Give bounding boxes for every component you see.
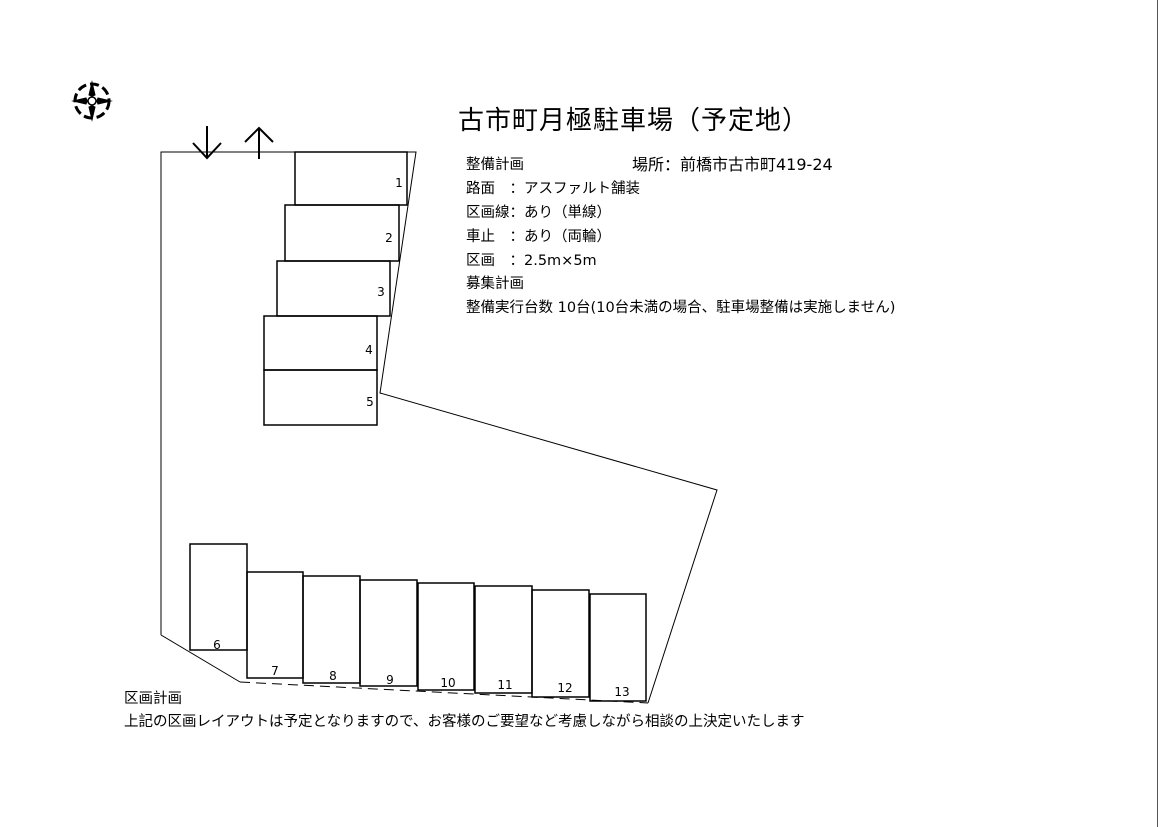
scan-edge: [1157, 0, 1158, 827]
notes-text: 上記の区画レイアウトは予定となりますので、お客様のご要望など考慮しながら相談の上…: [124, 714, 805, 730]
stall-number: 2: [385, 231, 393, 245]
parking-stall-2: [284, 204, 400, 262]
parking-stall-8: [302, 575, 361, 684]
parking-stall-3: [276, 260, 391, 317]
notes-heading: 区画計画: [124, 691, 182, 707]
entry-arrow-down-icon: [192, 126, 222, 160]
spec-count: 整備実行台数 10台(10台未満の場合、駐車場整備は実施しません): [466, 300, 896, 316]
stall-number: 3: [377, 285, 385, 299]
parking-stall-1: [294, 151, 408, 206]
exit-arrow-up-icon: [244, 126, 274, 159]
stall-number: 7: [271, 664, 279, 678]
parking-stall-9: [359, 579, 418, 687]
spec-surface: 路面 ：アスファルト舗装: [466, 181, 640, 197]
spec-heading-maintenance: 整備計画: [466, 157, 524, 173]
parking-stall-11: [474, 585, 533, 694]
address: 場所：前橋市古市町419-24: [632, 155, 833, 174]
stall-number: 13: [614, 685, 629, 699]
page-title: 古市町月極駐車場（予定地）: [458, 106, 810, 136]
spec-wheel-stops: 車止 ：あり（両輪）: [466, 229, 611, 245]
parking-stall-10: [417, 582, 475, 691]
lot-boundary-bottom: [239, 681, 649, 704]
compass-icon: [71, 80, 113, 122]
stall-number: 10: [440, 676, 455, 690]
stall-number: 6: [213, 638, 221, 652]
stall-number: 11: [497, 678, 512, 692]
spec-lines: 区画線：あり（単線）: [466, 205, 611, 221]
spec-stall-size: 区画 ：2.5m×5m: [466, 253, 597, 269]
parking-stall-5: [263, 369, 378, 426]
spec-heading-recruitment: 募集計画: [466, 276, 524, 292]
parking-stall-7: [246, 571, 304, 679]
stall-number: 1: [395, 176, 403, 190]
stall-number: 5: [366, 395, 374, 409]
stall-number: 9: [386, 673, 394, 687]
stall-number: 8: [329, 669, 337, 683]
parking-stall-13: [589, 593, 647, 702]
lot-boundary: [160, 151, 718, 704]
parking-stall-12: [531, 589, 590, 698]
stall-number: 12: [557, 681, 572, 695]
parking-stall-4: [263, 315, 378, 371]
stall-number: 4: [365, 343, 373, 357]
lot-boundary-left-bottom: [160, 634, 241, 683]
parking-stall-6: [189, 543, 248, 651]
